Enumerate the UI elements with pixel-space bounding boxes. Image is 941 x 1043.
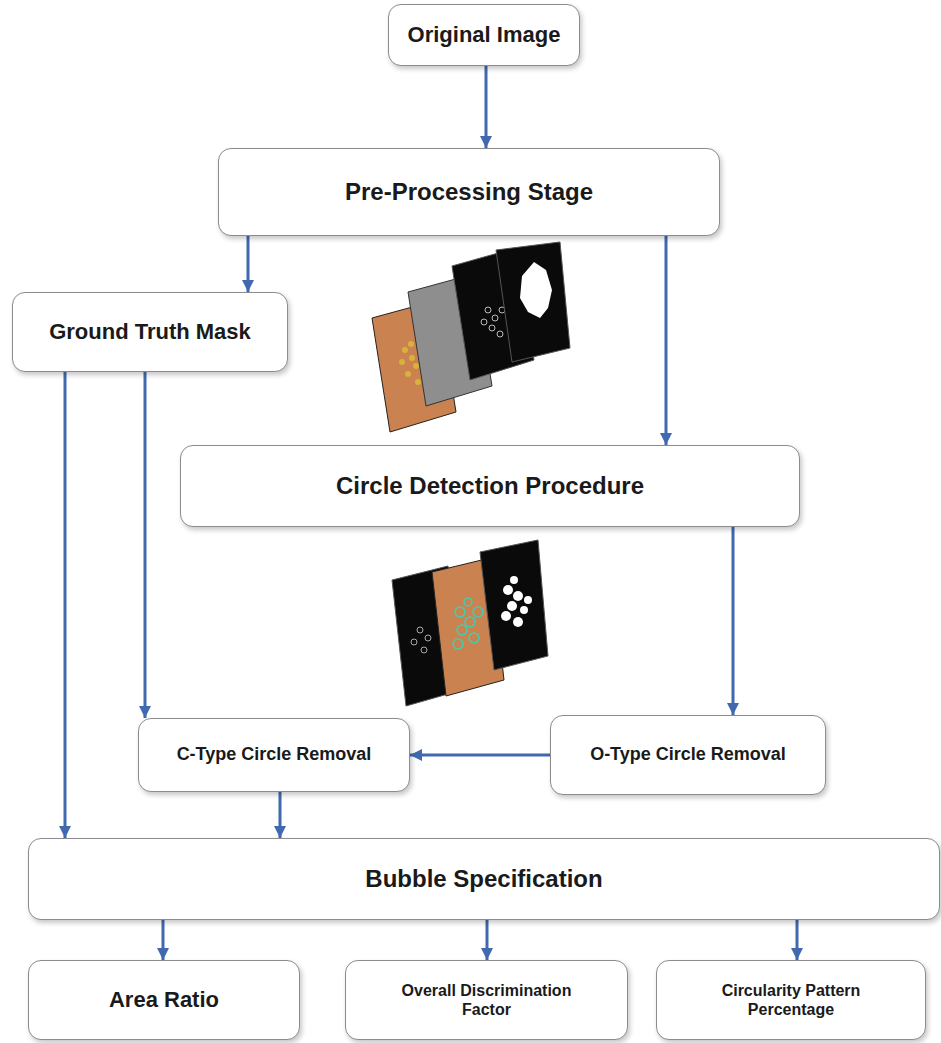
node-label: Pre-Processing Stage (345, 178, 593, 207)
image-stack (392, 540, 548, 706)
flow-arrow (279, 792, 282, 838)
blob-image (480, 540, 548, 670)
node-label: Ground Truth Mask (49, 319, 251, 345)
flow-arrow (144, 372, 147, 718)
node-label: Overall Discrimination Factor (392, 981, 582, 1019)
flow-arrow (410, 754, 550, 757)
edge-dots (481, 307, 505, 337)
node-label: C-Type Circle Removal (177, 744, 372, 766)
flow-arrow (665, 236, 668, 445)
output-box: Circularity Pattern Percentage (656, 960, 926, 1040)
process-box: O-Type Circle Removal (550, 715, 826, 795)
flow-arrow (247, 236, 250, 292)
node-label: Bubble Specification (365, 865, 602, 894)
node-label: Circularity Pattern Percentage (701, 981, 881, 1019)
mask-shape (520, 262, 552, 318)
flow-arrow (485, 66, 488, 148)
stage-box: Bubble Specification (28, 838, 940, 920)
mask-image (496, 242, 570, 362)
process-box: C-Type Circle Removal (138, 718, 410, 792)
white-blobs (501, 576, 532, 627)
output-box: Area Ratio (28, 960, 300, 1040)
flow-arrow (486, 920, 489, 960)
mask-box: Ground Truth Mask (12, 292, 288, 372)
stage-box: Pre-Processing Stage (218, 148, 720, 236)
flow-arrow (796, 920, 799, 960)
input-box: Original Image (388, 4, 580, 66)
node-label: Circle Detection Procedure (336, 472, 644, 501)
node-label: Area Ratio (109, 987, 219, 1013)
flow-arrow (162, 920, 165, 960)
flow-arrow (732, 527, 735, 715)
node-label: O-Type Circle Removal (590, 744, 786, 766)
process-box: Circle Detection Procedure (180, 445, 800, 527)
edge-dots (411, 627, 431, 653)
node-label: Original Image (408, 22, 561, 48)
image-stack (372, 242, 570, 432)
flow-arrow (64, 372, 67, 838)
detected-circles (453, 598, 483, 649)
output-box: Overall Discrimination Factor (345, 960, 628, 1040)
